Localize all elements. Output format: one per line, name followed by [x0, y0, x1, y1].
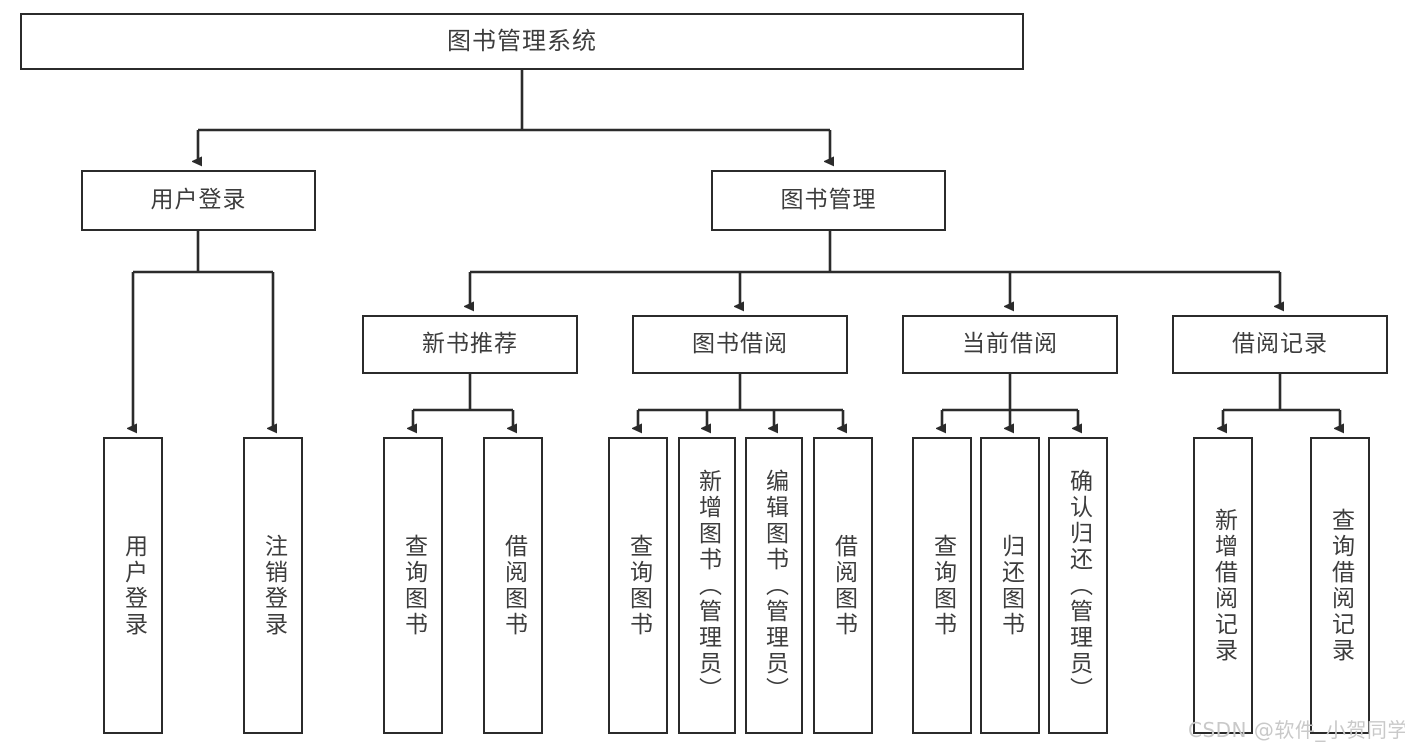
leaf-confirm-return-admin[interactable]: 确认归还（管理员）: [1048, 437, 1108, 734]
node-book-management[interactable]: 图书管理: [711, 170, 946, 231]
node-label: 新增图书（管理员）: [694, 468, 721, 703]
leaf-query-books-borrow[interactable]: 查询图书: [608, 437, 668, 734]
node-label: 查询图书: [625, 533, 652, 638]
node-label: 图书管理系统: [447, 27, 597, 56]
node-label: 借阅图书: [500, 533, 527, 638]
node-borrowing-records[interactable]: 借阅记录: [1172, 315, 1388, 374]
node-book-borrowing[interactable]: 图书借阅: [632, 315, 848, 374]
node-label: 注销登录: [260, 533, 287, 638]
node-label: 归还图书: [997, 533, 1024, 638]
node-label: 查询借阅记录: [1327, 507, 1354, 664]
leaf-logout-login[interactable]: 注销登录: [243, 437, 303, 734]
node-label: 新增借阅记录: [1210, 507, 1237, 664]
node-label: 借阅记录: [1232, 330, 1328, 357]
leaf-user-login[interactable]: 用户登录: [103, 437, 163, 734]
leaf-query-borrow-record[interactable]: 查询借阅记录: [1310, 437, 1370, 734]
node-label: 查询图书: [400, 533, 427, 638]
node-label: 借阅图书: [830, 533, 857, 638]
node-label: 查询图书: [929, 533, 956, 638]
node-label: 当前借阅: [962, 330, 1058, 357]
node-user-login[interactable]: 用户登录: [81, 170, 316, 231]
leaf-borrow-books[interactable]: 借阅图书: [813, 437, 873, 734]
watermark: CSDN @软件_小贺同学: [1188, 718, 1405, 742]
node-label: 编辑图书（管理员）: [761, 468, 788, 703]
leaf-query-books-recommend[interactable]: 查询图书: [383, 437, 443, 734]
leaf-edit-book-admin[interactable]: 编辑图书（管理员）: [745, 437, 803, 734]
node-label: 新书推荐: [422, 330, 518, 357]
node-label: 图书管理: [780, 186, 877, 213]
node-current-borrowing[interactable]: 当前借阅: [902, 315, 1118, 374]
node-root-library-management-system[interactable]: 图书管理系统: [20, 13, 1024, 70]
node-label: 图书借阅: [692, 330, 788, 357]
leaf-return-books[interactable]: 归还图书: [980, 437, 1040, 734]
node-new-book-recommendation[interactable]: 新书推荐: [362, 315, 578, 374]
leaf-query-books-current[interactable]: 查询图书: [912, 437, 972, 734]
leaf-add-book-admin[interactable]: 新增图书（管理员）: [678, 437, 736, 734]
node-label: 用户登录: [120, 533, 147, 638]
leaf-add-borrow-record[interactable]: 新增借阅记录: [1193, 437, 1253, 734]
leaf-borrow-books-recommend[interactable]: 借阅图书: [483, 437, 543, 734]
node-label: 确认归还（管理员）: [1065, 468, 1092, 703]
node-label: 用户登录: [150, 186, 247, 213]
